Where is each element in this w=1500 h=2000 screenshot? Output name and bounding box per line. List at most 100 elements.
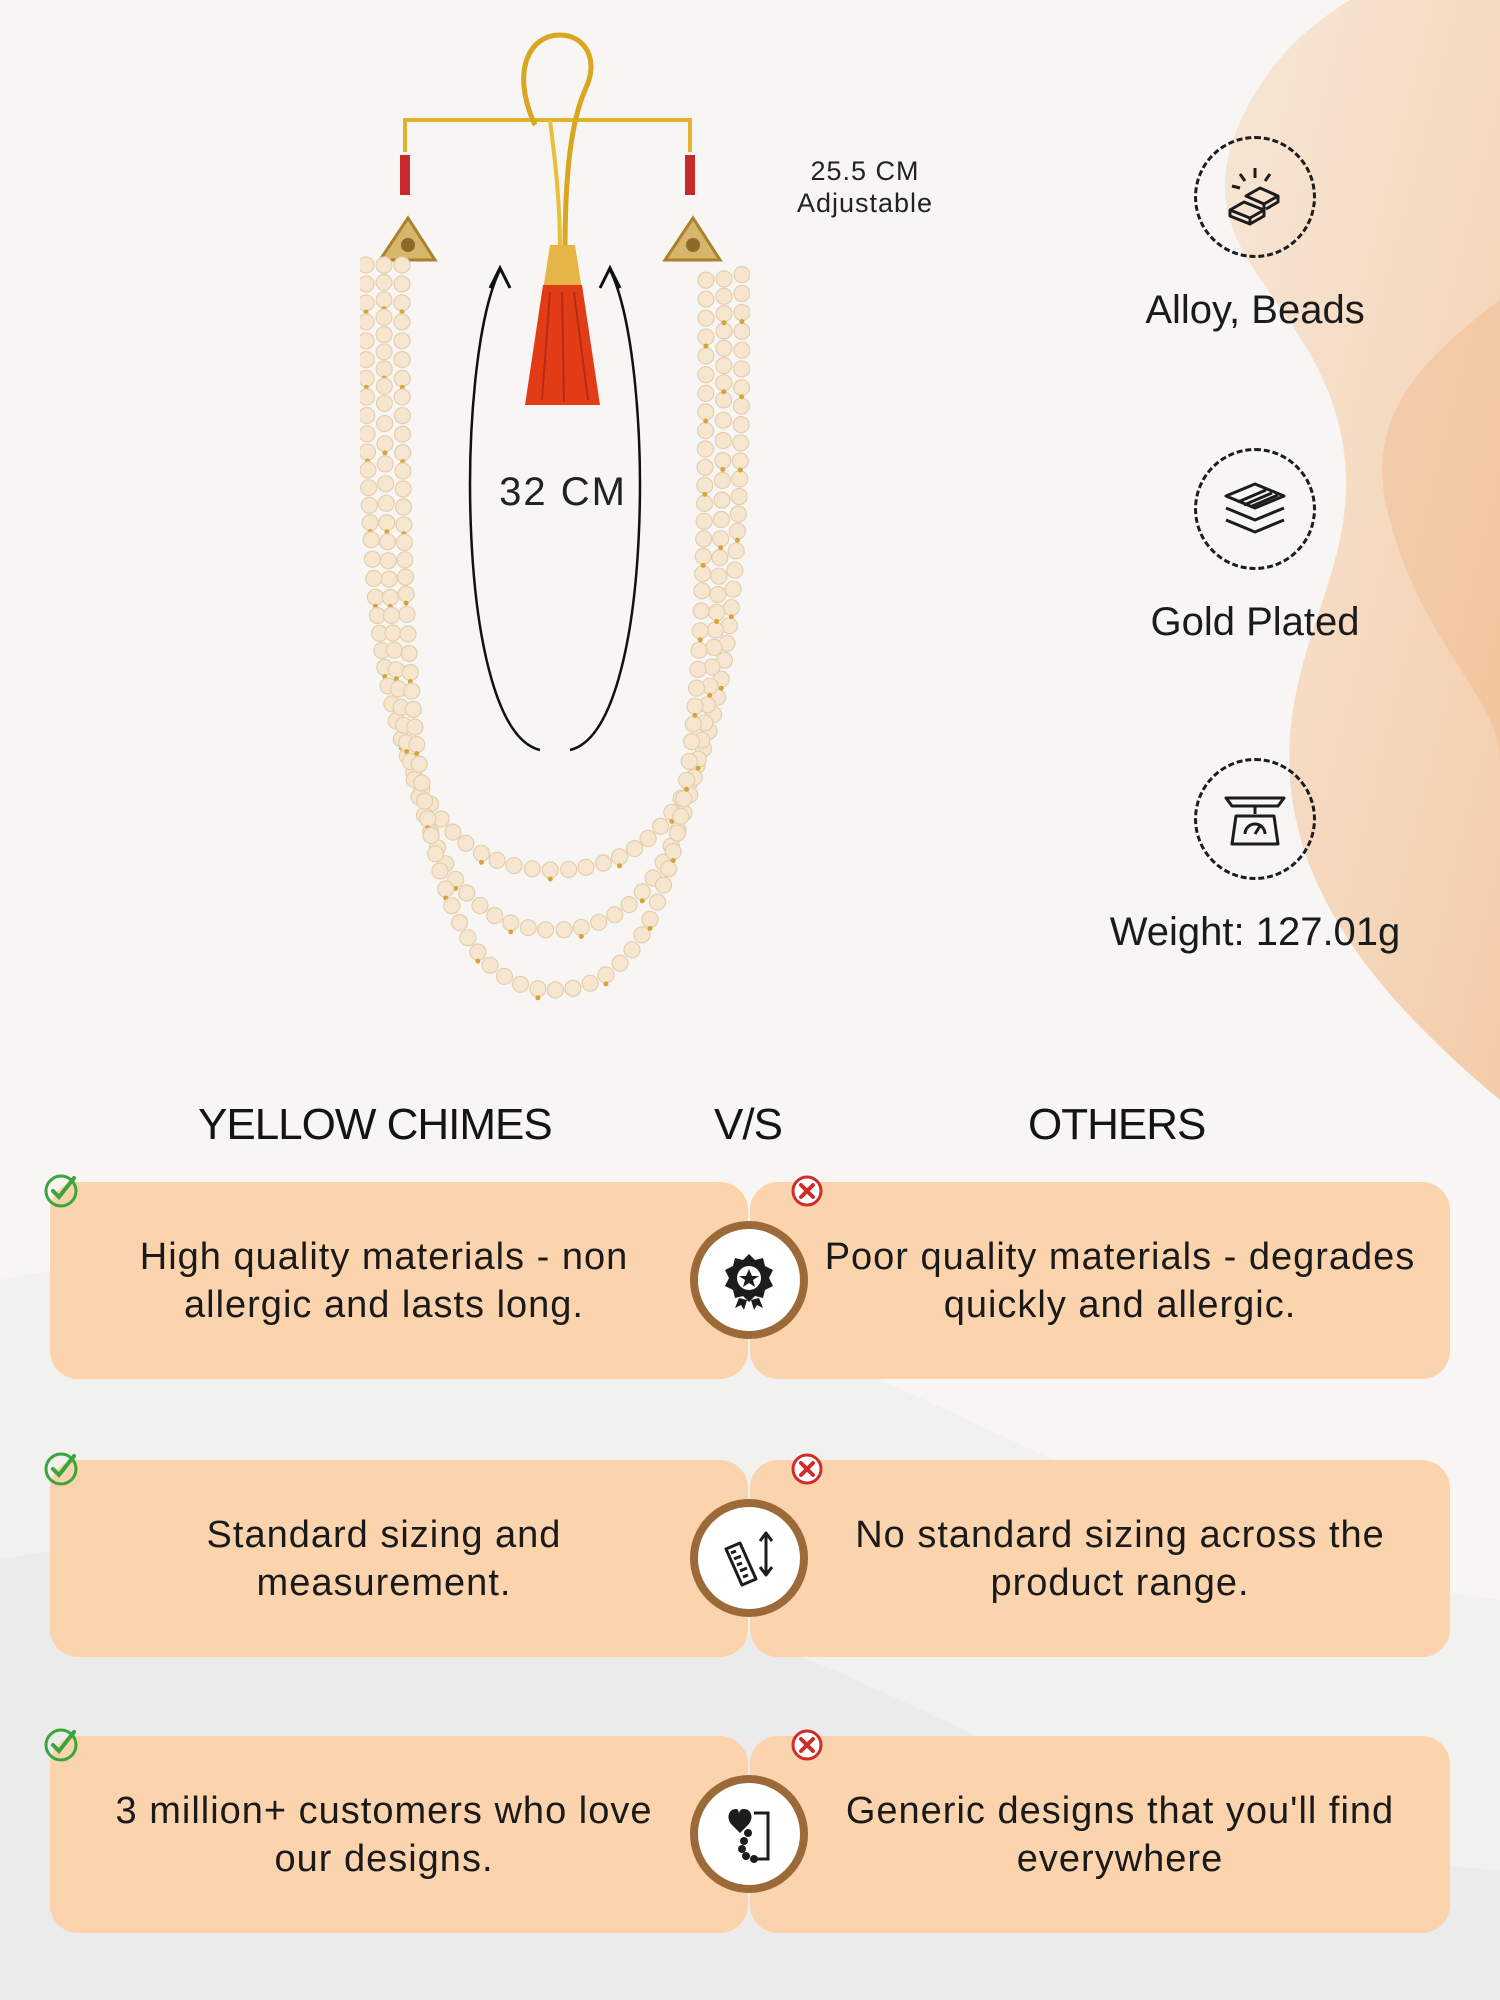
pearl-bead bbox=[401, 663, 419, 682]
pearl-bead bbox=[678, 771, 696, 789]
gold-spacer-bead bbox=[739, 394, 745, 400]
gold-spacer-bead bbox=[399, 309, 405, 315]
pearl-bead bbox=[459, 929, 477, 947]
pearl-bead bbox=[375, 360, 393, 378]
pearl-bead bbox=[697, 384, 715, 402]
pearl-bead bbox=[360, 496, 378, 514]
gold-spacer-bead bbox=[479, 859, 484, 865]
gold-spacer-bead bbox=[603, 981, 609, 987]
pearl-bead bbox=[652, 817, 670, 835]
feature-label: Gold Plated bbox=[1150, 600, 1360, 644]
pearl-bead bbox=[686, 697, 704, 716]
pearl-bead bbox=[360, 294, 375, 312]
pearl-bead bbox=[413, 774, 431, 792]
pearl-bead bbox=[641, 910, 659, 929]
gold-spacer-bead bbox=[382, 450, 388, 456]
pearl-bead bbox=[360, 275, 375, 293]
pearl-bead bbox=[697, 403, 715, 421]
gold-spacer-bead bbox=[363, 309, 369, 315]
tassel bbox=[525, 245, 600, 405]
pearl-bead bbox=[715, 339, 733, 357]
pearl-bead bbox=[696, 476, 714, 494]
gold-spacer-bead bbox=[714, 619, 720, 624]
pearl-bead bbox=[694, 565, 712, 583]
feature-icon-ring bbox=[1194, 758, 1316, 880]
pearl-bead bbox=[713, 491, 731, 509]
pearl-bead bbox=[393, 407, 412, 425]
pearl-bead bbox=[715, 391, 733, 409]
pearl-bead bbox=[399, 625, 417, 643]
pearl-bead bbox=[710, 567, 728, 585]
pearl-bead bbox=[378, 514, 396, 532]
pearl-bead bbox=[572, 918, 590, 937]
pearl-bead bbox=[385, 641, 403, 659]
pearl-bead bbox=[360, 369, 375, 387]
pearl-bead bbox=[360, 332, 375, 350]
ours-card-customers: 3 million+ customers who love our design… bbox=[50, 1736, 748, 1933]
weighing-scale-icon bbox=[1224, 796, 1286, 846]
pearl-bead bbox=[712, 530, 730, 548]
pearl-bead bbox=[715, 374, 733, 392]
pearl-bead bbox=[393, 425, 412, 443]
pearl-bead bbox=[375, 308, 393, 326]
pearl-bead bbox=[376, 455, 394, 473]
pearl-bead bbox=[360, 388, 376, 406]
pearl-bead bbox=[695, 530, 713, 548]
pearl-bead bbox=[437, 880, 455, 898]
pearl-bead bbox=[360, 313, 375, 331]
pearl-bead bbox=[639, 829, 657, 848]
pearl-bead bbox=[469, 943, 487, 961]
pearl-bead bbox=[403, 682, 421, 700]
pearl-bead bbox=[426, 845, 445, 863]
heart-customers-icon bbox=[728, 1809, 770, 1863]
pearl-bead bbox=[703, 658, 721, 676]
pearl-bead bbox=[395, 533, 414, 552]
feature-label: Weight: 127.01g bbox=[1109, 910, 1401, 954]
pearl-bead bbox=[715, 357, 733, 375]
pearl-bead bbox=[495, 967, 513, 986]
pearl-bead bbox=[581, 974, 599, 992]
pearl-bead bbox=[714, 451, 732, 470]
pearl-bead bbox=[363, 550, 381, 568]
pearl-bead bbox=[393, 369, 411, 387]
sizing-badge bbox=[690, 1499, 808, 1617]
pearl-bead bbox=[422, 826, 440, 845]
pearl-bead bbox=[380, 570, 398, 588]
gold-spacer-bead bbox=[697, 637, 703, 643]
pearl-bead bbox=[486, 906, 504, 925]
pearl-bead bbox=[577, 858, 595, 876]
feature-weight: Weight: 127.01g bbox=[1090, 758, 1420, 955]
pearl-bead bbox=[731, 470, 749, 488]
pearl-bead bbox=[415, 792, 434, 810]
pearl-bead bbox=[396, 568, 415, 586]
pearl-bead bbox=[689, 660, 707, 679]
pearl-bead bbox=[408, 735, 426, 754]
pearl-bead bbox=[393, 313, 411, 331]
pearl-bead bbox=[724, 580, 742, 598]
pearl-bead bbox=[606, 906, 624, 924]
gold-spacer-bead bbox=[728, 614, 734, 620]
pearl-bead bbox=[713, 471, 731, 489]
cross-icon bbox=[791, 1175, 823, 1207]
pearl-bead bbox=[431, 862, 449, 880]
gold-spacer-bead bbox=[703, 418, 709, 424]
feature-plating: Gold Plated bbox=[1090, 448, 1420, 645]
pearl-bead bbox=[714, 431, 732, 450]
pearl-bead bbox=[706, 621, 724, 639]
pearl-bead bbox=[733, 284, 750, 303]
pearl-bead bbox=[375, 377, 393, 395]
pearl-bead bbox=[360, 425, 376, 443]
ours-card-sizing: Standard sizing and measurement. bbox=[50, 1460, 748, 1657]
pearl-bead bbox=[733, 379, 750, 397]
pearl-bead bbox=[360, 479, 378, 497]
pearl-bead bbox=[733, 303, 750, 322]
pearl-bead bbox=[682, 732, 701, 751]
pearl-bead bbox=[733, 341, 750, 359]
pearl-bead bbox=[733, 265, 750, 284]
pearl-bead bbox=[711, 548, 729, 567]
pearl-bead bbox=[696, 458, 714, 476]
pearl-bead bbox=[733, 360, 750, 378]
quality-badge bbox=[690, 1221, 808, 1339]
pearl-bead bbox=[687, 679, 706, 697]
pearl-bead bbox=[394, 462, 412, 480]
